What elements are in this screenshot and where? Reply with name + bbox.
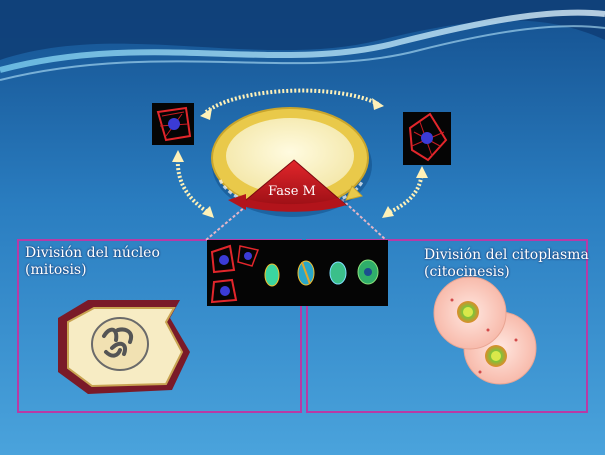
cell-fluorescence-icon-right: [403, 112, 451, 165]
plant-cell-icon: [58, 300, 190, 394]
cytokinesis-title-line1: División del citoplasma: [424, 247, 589, 264]
fase-m-label: Fase M: [268, 184, 316, 199]
mitosis-title: División del núcleo (mitosis): [25, 245, 160, 279]
cytokinesis-title-line2: (citocinesis): [424, 264, 589, 281]
cell-fluorescence-icon: [152, 103, 194, 145]
mitosis-strip: [207, 240, 388, 306]
mitosis-title-line2: (mitosis): [25, 262, 160, 279]
mitosis-title-line1: División del núcleo: [25, 245, 160, 262]
cytokinesis-title: División del citoplasma (citocinesis): [424, 247, 589, 281]
